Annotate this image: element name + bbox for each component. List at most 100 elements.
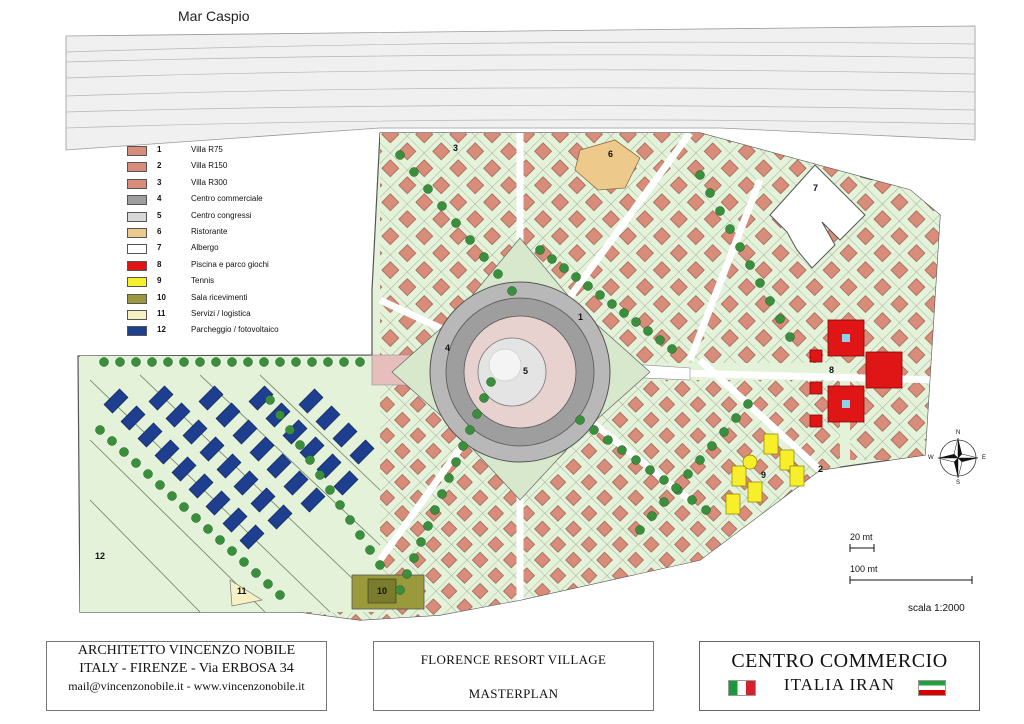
solar-panel: [300, 487, 326, 513]
scale-small-label: 20 mt: [850, 532, 873, 542]
tree: [659, 475, 669, 485]
legend-label: Parcheggio / fotovoltaico: [191, 325, 279, 335]
tree: [191, 513, 201, 523]
tree: [203, 524, 213, 534]
tree: [325, 485, 335, 495]
zone-label-5: 5: [523, 366, 529, 376]
zone-label-8: 8: [829, 365, 835, 375]
tree: [291, 357, 301, 367]
solar-panel: [188, 473, 214, 499]
tree: [147, 357, 157, 367]
tree: [131, 458, 141, 468]
solar-panel: [182, 419, 208, 445]
solar-panel: [154, 439, 180, 465]
tree: [671, 483, 681, 493]
tree: [437, 201, 447, 211]
tree: [315, 470, 325, 480]
tree: [755, 278, 765, 288]
legend-swatch: [127, 178, 147, 189]
tree: [701, 505, 711, 515]
legend-number: 5: [157, 210, 162, 220]
tree: [215, 535, 225, 545]
zone-label-6: 6: [608, 149, 614, 159]
tree: [486, 377, 496, 387]
tree: [265, 395, 275, 405]
solar-panel: [239, 524, 265, 550]
legend-label: Albergo: [191, 243, 219, 253]
italy-flag-icon: [728, 680, 756, 696]
tennis-courts: [725, 433, 805, 515]
tree: [195, 357, 205, 367]
solar-panel: [222, 507, 248, 533]
legend-swatch: [127, 277, 147, 288]
tree: [631, 455, 641, 465]
iran-flag-icon: [918, 680, 946, 696]
solar-panel: [250, 487, 276, 513]
zone-label-4: 4: [445, 343, 451, 353]
scale-bars: [849, 544, 973, 584]
tree: [603, 435, 613, 445]
tree: [479, 393, 489, 403]
hotel-building: [769, 164, 866, 269]
architect-name: ARCHITETTO VINCENZO NOBILE: [77, 643, 296, 658]
tree: [251, 568, 261, 578]
solar-panel: [232, 419, 258, 445]
compass-north: N: [956, 430, 961, 436]
tree: [617, 445, 627, 455]
solar-panel: [298, 388, 324, 414]
solar-panel: [266, 453, 292, 479]
tree: [607, 299, 617, 309]
legend-item: 12 Parcheggio / fotovoltaico: [127, 325, 347, 338]
parking-zone: [80, 356, 380, 612]
legend-number: 6: [157, 227, 162, 236]
tree: [659, 497, 669, 507]
solar-panel: [283, 470, 309, 496]
solar-panel: [249, 436, 275, 462]
legend-label: Villa R300: [191, 177, 228, 187]
tree: [643, 326, 653, 336]
tree: [575, 415, 585, 425]
solar-panel: [267, 504, 293, 530]
legend-number: 4: [157, 194, 162, 204]
tree: [107, 436, 117, 446]
tree: [647, 511, 657, 521]
tree: [735, 242, 745, 252]
tree: [458, 441, 468, 451]
tree: [179, 357, 189, 367]
project-box: FLORENCE RESORT VILLAGE MASTERPLAN: [373, 641, 654, 711]
tree: [402, 569, 412, 579]
legend-swatch: [127, 211, 147, 222]
tree: [285, 425, 295, 435]
client-countries: ITALIA IRAN: [783, 675, 896, 694]
client-box: CENTRO COMMERCIO ITALIA IRAN: [699, 641, 980, 711]
legend-swatch: [127, 146, 147, 156]
tree: [775, 314, 785, 324]
tree: [745, 260, 755, 270]
tree: [395, 585, 405, 595]
tree: [715, 206, 725, 216]
tree: [765, 296, 775, 306]
tree: [323, 357, 333, 367]
tree: [535, 245, 545, 255]
tree: [355, 530, 365, 540]
tree: [731, 413, 741, 423]
legend-number: 9: [157, 276, 162, 286]
legend-swatch: [127, 162, 147, 173]
zone-label-2: 2: [818, 464, 824, 474]
legend-number: 12: [157, 325, 166, 335]
tree: [307, 357, 317, 367]
tree: [115, 357, 125, 367]
tree: [335, 500, 345, 510]
solar-panel: [103, 388, 129, 414]
tree: [163, 357, 173, 367]
tree: [719, 427, 729, 437]
tree: [507, 286, 517, 296]
legend-number: 2: [157, 161, 162, 171]
